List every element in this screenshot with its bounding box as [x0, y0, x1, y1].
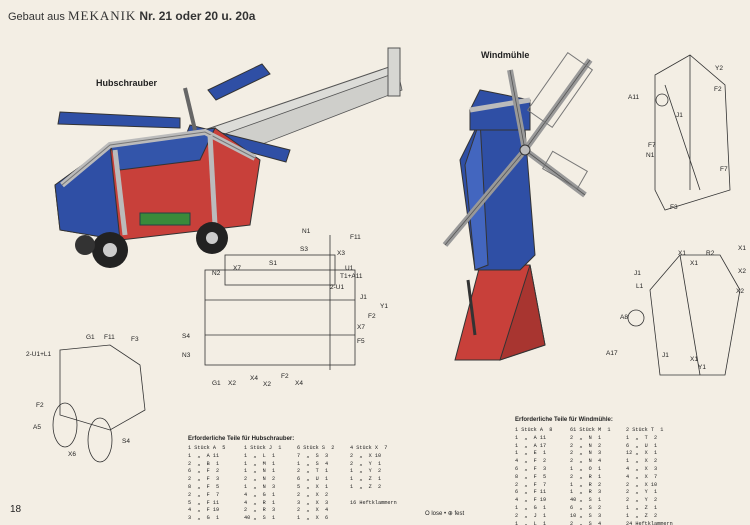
- mill-label: J1: [662, 352, 669, 359]
- mill-label: R2: [706, 250, 715, 257]
- heli-label: X7: [357, 324, 365, 331]
- heli2-label: S4: [122, 438, 130, 445]
- heli-label: T1+A11: [340, 273, 363, 280]
- mill-label: X1: [678, 250, 686, 257]
- mill-label: X1: [690, 356, 698, 363]
- heli-label: S4: [182, 333, 190, 340]
- heli-label: N2: [212, 270, 221, 277]
- heli2-label: X6: [68, 451, 76, 458]
- heli-label: X3: [337, 250, 345, 257]
- heli-label: X2: [228, 380, 236, 387]
- parts-heli-col-4: 4 Stück X 7 2 „ X 10 2 „ Y 1 1 „ Y 2 1 „…: [350, 445, 397, 506]
- mill-label: A8: [620, 314, 628, 321]
- page-number: 18: [10, 504, 22, 515]
- parts-mill-col-3: 2 Stück T 1 1 „ T 2 6 „ U 1 12 „ X 1 1 „…: [626, 427, 673, 525]
- heli-label: X2: [263, 381, 271, 388]
- parts-heli-col-3: 6 Stück S 2 7 „ S 3 1 „ S 4 2 „ T 1 6 „ …: [297, 445, 335, 522]
- heli-label: X4: [295, 380, 303, 387]
- heli-label: S3: [300, 246, 308, 253]
- heli-label: N3: [182, 352, 191, 359]
- mill-label: X1: [738, 245, 746, 252]
- mill-label: J1: [634, 270, 641, 277]
- windmill-title: Windmühle: [481, 50, 530, 60]
- heli2-label: F3: [131, 336, 139, 343]
- parts-heli-col-2: 1 Stück J 1 1 „ L 1 1 „ M 1 1 „ N 1 2 „ …: [244, 445, 282, 522]
- parts-mill-col-2: 61 Stück M 1 2 „ N 1 2 „ N 2 2 „ N 3 2 „…: [570, 427, 611, 525]
- heli-label: U1: [345, 265, 354, 272]
- heli-label: F5: [357, 338, 365, 345]
- mill-label: F2: [714, 86, 722, 93]
- brand-name: MEKANIK: [67, 8, 137, 23]
- page-header: Gebaut aus MEKANIK Nr. 21 oder 20 u. 20a: [8, 8, 255, 24]
- mill-label: A17: [606, 350, 618, 357]
- mill-label: X1: [690, 260, 698, 267]
- heli2-label: F11: [104, 334, 115, 341]
- mill-label: J1: [676, 112, 683, 119]
- parts-mill-title: Erforderliche Teile für Windmühle:: [515, 417, 613, 423]
- heli2-label: A5: [33, 424, 41, 431]
- heli-label: F2: [281, 373, 289, 380]
- mill-label: Y2: [715, 65, 723, 72]
- parts-mill-col-1: 1 Stück A 8 1 „ A 11 1 „ A 17 1 „ E 1 4 …: [515, 427, 553, 525]
- set-number: Nr. 21 oder 20 u. 20a: [139, 9, 256, 23]
- heli-label: X4: [250, 375, 258, 382]
- heli-label: F11: [350, 234, 361, 241]
- mill-label: N1: [646, 152, 655, 159]
- mill-label: A11: [628, 94, 640, 101]
- mill-label: F7: [648, 142, 656, 149]
- heli-label: Y1: [380, 303, 388, 310]
- mill-label: L1: [636, 283, 644, 290]
- heli-label: X7: [233, 265, 241, 272]
- heli-label: N1: [302, 228, 311, 235]
- mill-label: X2: [736, 288, 744, 295]
- legend: O lose • ⊕ fest: [425, 511, 465, 517]
- heli2-label: G1: [86, 334, 95, 341]
- mill-label: F3: [670, 204, 678, 211]
- heli-label: F2: [368, 313, 376, 320]
- mill-label: F7: [720, 166, 728, 173]
- heli2-label: F2: [36, 402, 44, 409]
- heli-label: 2-U1: [330, 284, 345, 291]
- parts-heli-col-1: 1 Stück A 5 1 „ A 11 2 „ B 1 6 „ F 2 2 „…: [188, 445, 226, 522]
- heli-label: S1: [269, 260, 277, 267]
- header-pre: Gebaut aus: [8, 11, 65, 23]
- parts-heli-title: Erforderliche Teile für Hubschrauber:: [188, 436, 295, 442]
- mill-label: X2: [738, 268, 746, 275]
- helicopter-title: Hubschrauber: [96, 78, 158, 88]
- heli-label: G1: [212, 380, 221, 387]
- heli-label: J1: [360, 294, 367, 301]
- mill-label: Y1: [698, 364, 706, 371]
- heli2-label: 2-U1+L1: [26, 351, 52, 358]
